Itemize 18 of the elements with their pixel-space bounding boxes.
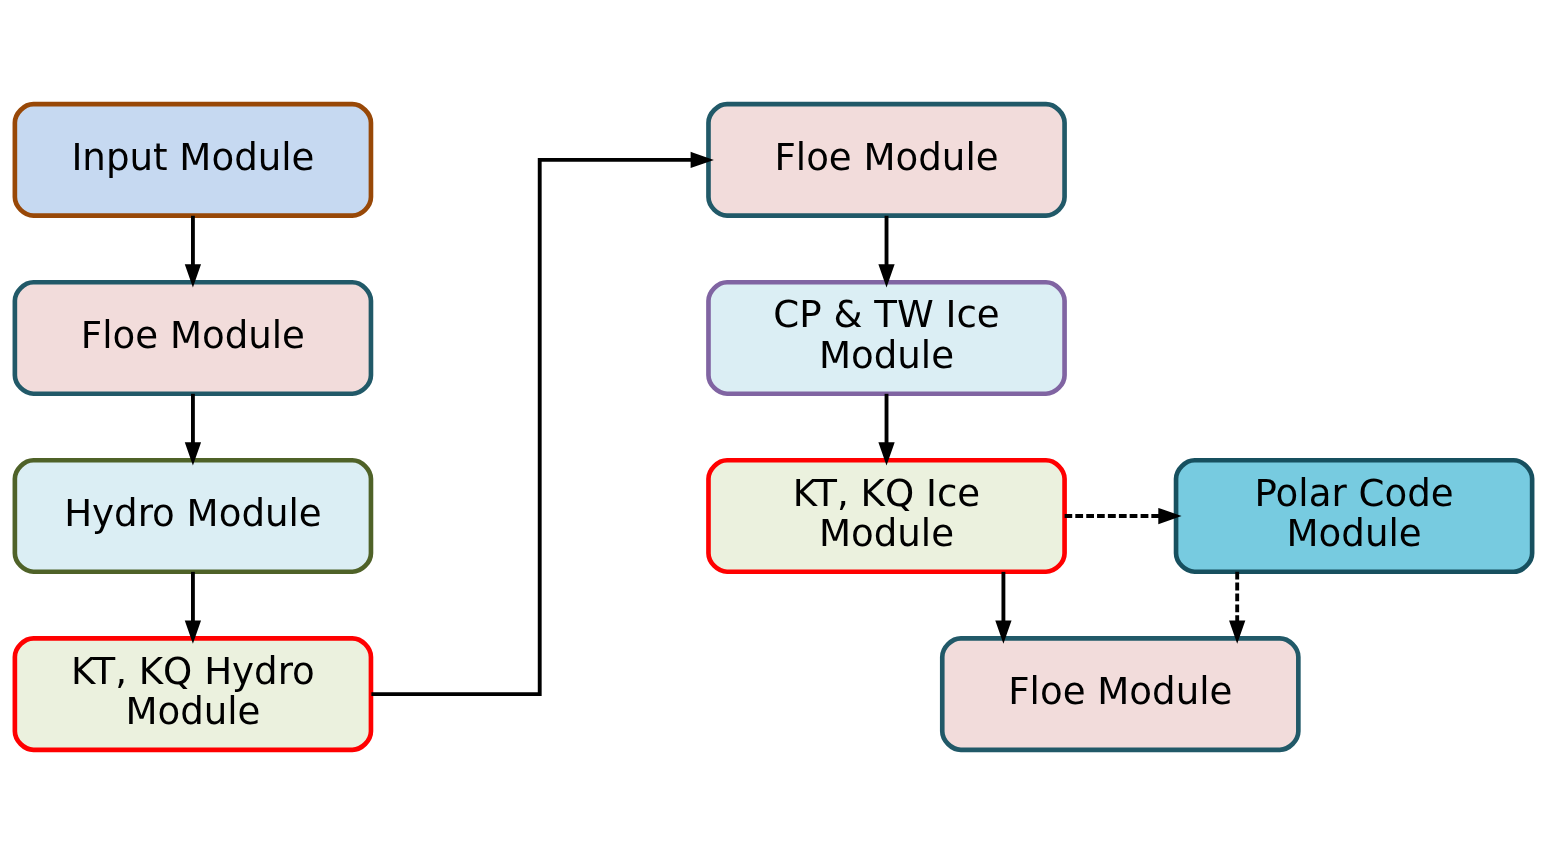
arrow [184, 571, 202, 644]
node-box: KT, KQ Ice Module [706, 457, 1067, 575]
arrow [878, 215, 895, 288]
arrow [878, 393, 895, 466]
arrow [184, 393, 202, 466]
node-box: KT, KQ Hydro Module [12, 636, 374, 753]
arrow [1229, 571, 1246, 644]
node-box: Polar Code Module [1173, 457, 1535, 575]
node-box: Floe Module [706, 101, 1067, 218]
arrow [184, 215, 202, 288]
arrow [371, 151, 714, 696]
node-box: Hydro Module [12, 457, 374, 575]
node-box: Input Module [12, 101, 374, 218]
node-box: Floe Module [12, 279, 374, 397]
node-box: Floe Module [939, 636, 1301, 753]
node-box: CP & TW Ice Module [706, 279, 1067, 397]
arrow [995, 571, 1012, 644]
arrow [1064, 507, 1182, 525]
